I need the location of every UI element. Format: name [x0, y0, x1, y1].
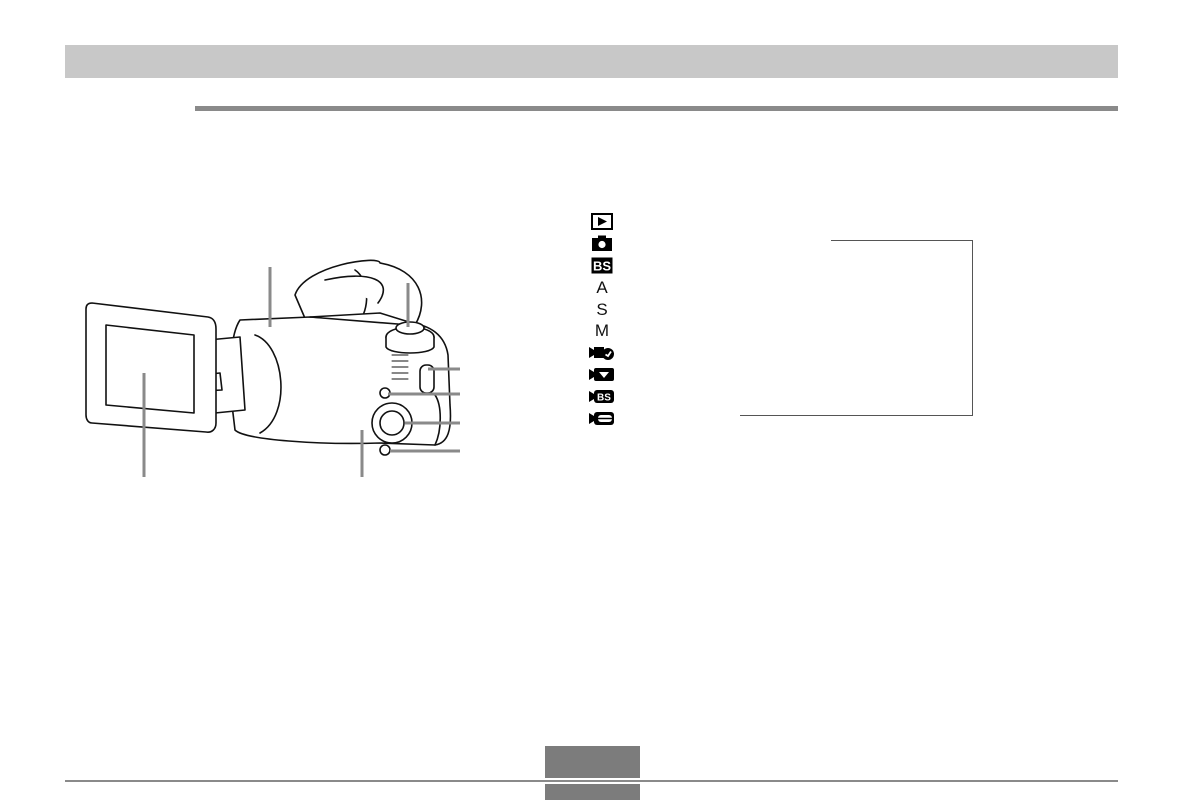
mode-letter-s: S — [596, 299, 608, 319]
mode-letter-a: A — [596, 277, 608, 297]
mode-item-shutter: S — [582, 298, 622, 320]
movie-pan-icon — [589, 366, 615, 383]
bracket-gap — [739, 240, 831, 243]
movie-past-icon — [589, 410, 615, 427]
mode-item-manual: M — [582, 320, 622, 342]
mode-item-movie — [582, 342, 622, 364]
header-bar — [65, 45, 1118, 78]
svg-text:BS: BS — [597, 392, 611, 403]
playback-icon — [591, 213, 613, 231]
mode-item-record — [582, 233, 622, 255]
page-number-tab — [545, 746, 640, 778]
mode-item-aperture: A — [582, 276, 622, 298]
camera-icon — [591, 235, 613, 252]
mode-item-playback — [582, 211, 622, 233]
mode-item-best-shot: BS — [582, 255, 622, 277]
camera-illustration — [85, 259, 460, 477]
mode-item-movie-pan — [582, 364, 622, 386]
movie-best-shot-icon: BS — [589, 388, 615, 405]
mode-letter-m: M — [594, 321, 610, 341]
page-number-tab-lower — [545, 784, 640, 800]
section-rule — [195, 106, 1118, 111]
best-shot-icon: BS — [591, 257, 613, 274]
footer-rule — [65, 780, 1118, 782]
svg-text:BS: BS — [593, 258, 611, 273]
mode-callout-bracket — [739, 240, 973, 416]
mode-item-movie-past — [582, 407, 622, 429]
mode-item-movie-best-shot: BS — [582, 385, 622, 407]
mode-dial-list: BS A S M — [582, 211, 622, 429]
movie-icon — [589, 344, 615, 361]
